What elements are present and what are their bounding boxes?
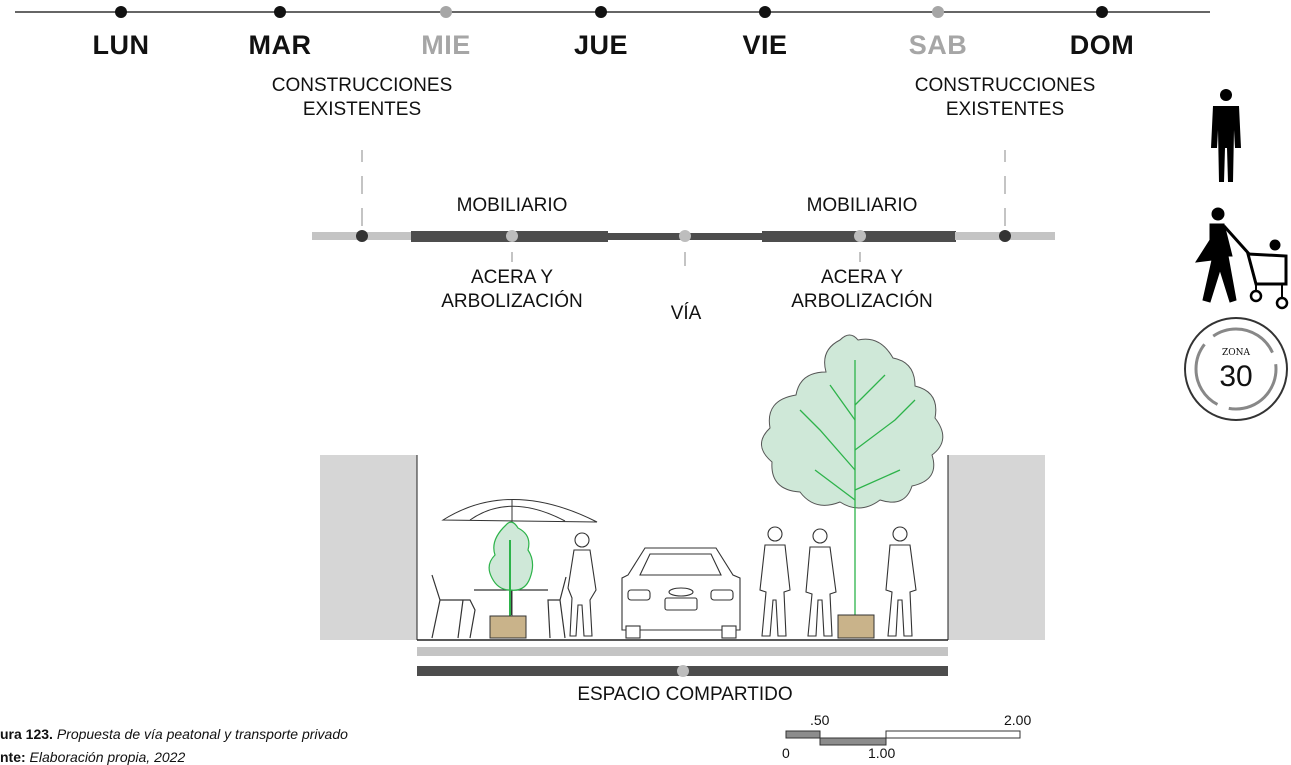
day-label-dom: DOM bbox=[1069, 30, 1135, 60]
building-left bbox=[320, 455, 417, 640]
shared-space-label: ESPACIO COMPARTIDO bbox=[577, 684, 793, 705]
timeline-dot-dom bbox=[1096, 6, 1108, 18]
street-section bbox=[320, 334, 1045, 641]
shared-dot bbox=[677, 665, 689, 677]
road-label: VÍA bbox=[670, 303, 702, 324]
day-label-mie: MIE bbox=[421, 30, 471, 60]
existing-right-label: CONSTRUCCIONES EXISTENTES bbox=[915, 74, 1096, 122]
leader-lines bbox=[361, 150, 1006, 266]
person-group bbox=[759, 526, 917, 637]
existing-left-label: CONSTRUCCIONES EXISTENTES bbox=[272, 74, 453, 122]
scale-tick-200: 2.00 bbox=[1004, 712, 1032, 728]
building-right bbox=[948, 455, 1045, 640]
day-label-jue: JUE bbox=[573, 30, 629, 60]
car bbox=[621, 547, 741, 639]
timeline-dot-sab bbox=[932, 6, 944, 18]
existing-right-line2: EXISTENTES bbox=[945, 99, 1065, 120]
sidewalk-right-line2: ARBOLIZACIÓN bbox=[791, 291, 933, 312]
timeline-dots bbox=[115, 6, 1108, 18]
timeline-dot-jue bbox=[595, 6, 607, 18]
zone-sign-top: ZONA bbox=[1222, 348, 1251, 358]
existing-right-dot bbox=[999, 230, 1011, 242]
shared-light-bar bbox=[417, 647, 948, 656]
source-label: nte: bbox=[0, 749, 26, 765]
day-label-lun: LUN bbox=[92, 30, 150, 60]
sidewalk-right-label: ACERA Y ARBOLIZACIÓN bbox=[791, 266, 932, 314]
scale-tick-0: 0 bbox=[782, 745, 790, 761]
small-tree bbox=[488, 521, 534, 639]
existing-left-line1: CONSTRUCCIONES bbox=[271, 75, 453, 96]
sidewalk-left-line2: ARBOLIZACIÓN bbox=[441, 291, 583, 312]
timeline-dot-lun bbox=[115, 6, 127, 18]
timeline-dot-vie bbox=[759, 6, 771, 18]
figure-caption: ura 123. Propuesta de vía peatonal y tra… bbox=[0, 726, 348, 742]
sidewalk-right-dot bbox=[854, 230, 866, 242]
source-caption: nte: Elaboración propia, 2022 bbox=[0, 749, 185, 765]
scale-tick-050: .50 bbox=[810, 712, 830, 728]
scale-bar bbox=[785, 730, 1021, 746]
timeline-dot-mar bbox=[274, 6, 286, 18]
large-tree bbox=[761, 334, 944, 639]
section-bar bbox=[312, 150, 1055, 266]
road-dot bbox=[679, 230, 691, 242]
person-walking-left bbox=[567, 532, 597, 637]
zone-30-sign: ZONA 30 bbox=[1184, 317, 1288, 421]
scale-tick-100: 1.00 bbox=[868, 745, 896, 761]
day-label-sab: SAB bbox=[908, 30, 968, 60]
furniture-right-label: MOBILIARIO bbox=[806, 195, 918, 216]
zone-sign-number: 30 bbox=[1219, 360, 1252, 393]
day-label-mar: MAR bbox=[248, 30, 312, 60]
sidewalk-left-dot bbox=[506, 230, 518, 242]
furniture-left-label: MOBILIARIO bbox=[456, 195, 568, 216]
sidewalk-left-line1: ACERA Y bbox=[470, 267, 554, 288]
existing-right-line1: CONSTRUCCIONES bbox=[914, 75, 1096, 96]
day-label-vie: VIE bbox=[742, 30, 788, 60]
sidewalk-right-line1: ACERA Y bbox=[820, 267, 904, 288]
timeline-dot-mie bbox=[440, 6, 452, 18]
figure-label: ura 123. bbox=[0, 726, 53, 742]
stroller-icon bbox=[1195, 207, 1289, 310]
source-text: Elaboración propia, 2022 bbox=[25, 749, 186, 765]
sidewalk-left-label: ACERA Y ARBOLIZACIÓN bbox=[441, 266, 582, 314]
figure-text: Propuesta de vía peatonal y transporte p… bbox=[52, 726, 348, 742]
existing-left-dot bbox=[356, 230, 368, 242]
existing-left-line2: EXISTENTES bbox=[302, 99, 422, 120]
pedestrian-icon bbox=[1211, 89, 1241, 182]
